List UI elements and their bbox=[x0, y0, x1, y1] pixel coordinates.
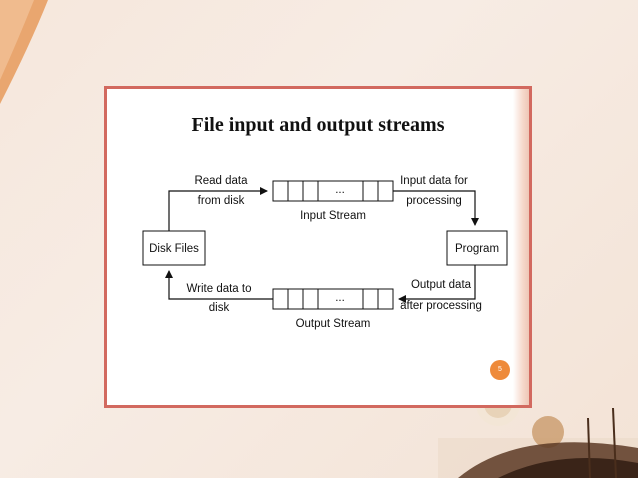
corner-swoosh-decoration bbox=[0, 0, 48, 104]
write-data-label-line1: Write data to bbox=[187, 283, 252, 295]
page-number-badge: 5 bbox=[490, 360, 510, 380]
write-data-label-line2: disk bbox=[209, 302, 230, 314]
disk-files-label: Disk Files bbox=[149, 243, 199, 255]
output-data-label-line2: after processing bbox=[400, 300, 482, 312]
input-stream-label: Input Stream bbox=[300, 210, 366, 222]
arrow-program-to-output-stream bbox=[398, 265, 476, 303]
stream-diagram: Disk Files Program ... ... bbox=[142, 175, 508, 330]
input-stream-buffer bbox=[272, 180, 394, 202]
slide-edge-shading bbox=[513, 89, 529, 405]
disk-files-box bbox=[142, 230, 206, 266]
program-label: Program bbox=[455, 243, 499, 255]
input-stream-dots: ... bbox=[335, 184, 345, 196]
read-data-label-line2: from disk bbox=[198, 195, 245, 207]
arrow-output-stream-to-disk bbox=[165, 270, 273, 300]
program-box bbox=[446, 230, 508, 266]
slide-frame: File input and output streams Disk Files… bbox=[104, 86, 532, 408]
arrow-disk-to-input-stream bbox=[168, 187, 268, 231]
arrow-input-stream-to-program bbox=[393, 190, 479, 226]
input-for-label-line1: Input data for bbox=[400, 175, 468, 187]
output-stream-label: Output Stream bbox=[296, 318, 371, 330]
output-data-label-line1: Output data bbox=[411, 279, 472, 291]
output-stream-dots: ... bbox=[335, 292, 345, 304]
output-stream-buffer bbox=[272, 288, 394, 310]
slide-title: File input and output streams bbox=[191, 114, 445, 136]
input-for-label-line2: processing bbox=[406, 195, 462, 207]
read-data-label-line1: Read data bbox=[194, 175, 248, 187]
